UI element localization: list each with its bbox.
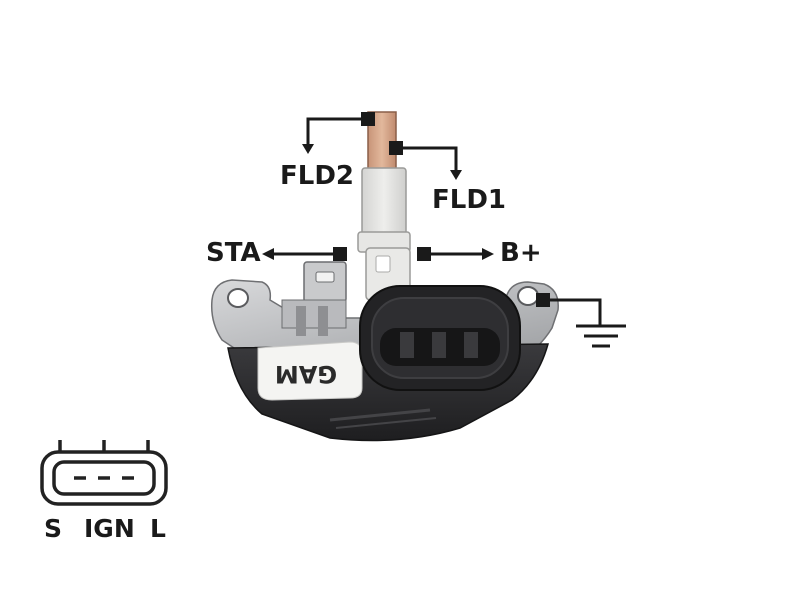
pin-label-s: S — [44, 514, 63, 543]
callout-markers — [333, 112, 550, 307]
callout-arrowheads — [262, 144, 494, 260]
ground-symbol-icon — [576, 324, 626, 348]
fld1-marker — [389, 141, 403, 155]
pin-label-l: L — [150, 514, 166, 543]
fld2-leader — [306, 117, 368, 146]
fld1-arrowhead — [450, 170, 462, 180]
ground-leader — [544, 298, 602, 326]
fld2-arrowhead — [302, 144, 314, 154]
fld1-leader — [396, 146, 458, 172]
fld1-label: FLD1 — [432, 185, 507, 215]
callout-lines — [272, 117, 602, 326]
fld2-marker — [361, 112, 375, 126]
fld2-label: FLD2 — [280, 161, 355, 191]
ground-marker — [536, 293, 550, 307]
stator-terminal — [281, 261, 347, 336]
bplus-label: B+ — [500, 238, 542, 268]
sta-label: STA — [206, 238, 261, 268]
three-pin-connector-icon — [40, 440, 168, 506]
brand-label: GAM — [275, 360, 337, 388]
connector-socket — [359, 285, 521, 391]
bplus-arrowhead — [482, 248, 494, 260]
bplus-marker — [417, 247, 431, 261]
sta-marker — [333, 247, 347, 261]
brand-sticker: GAM — [257, 341, 363, 401]
brush-holder — [357, 111, 411, 301]
pin-label-ign: IGN — [84, 514, 135, 543]
sta-arrowhead — [262, 248, 274, 260]
